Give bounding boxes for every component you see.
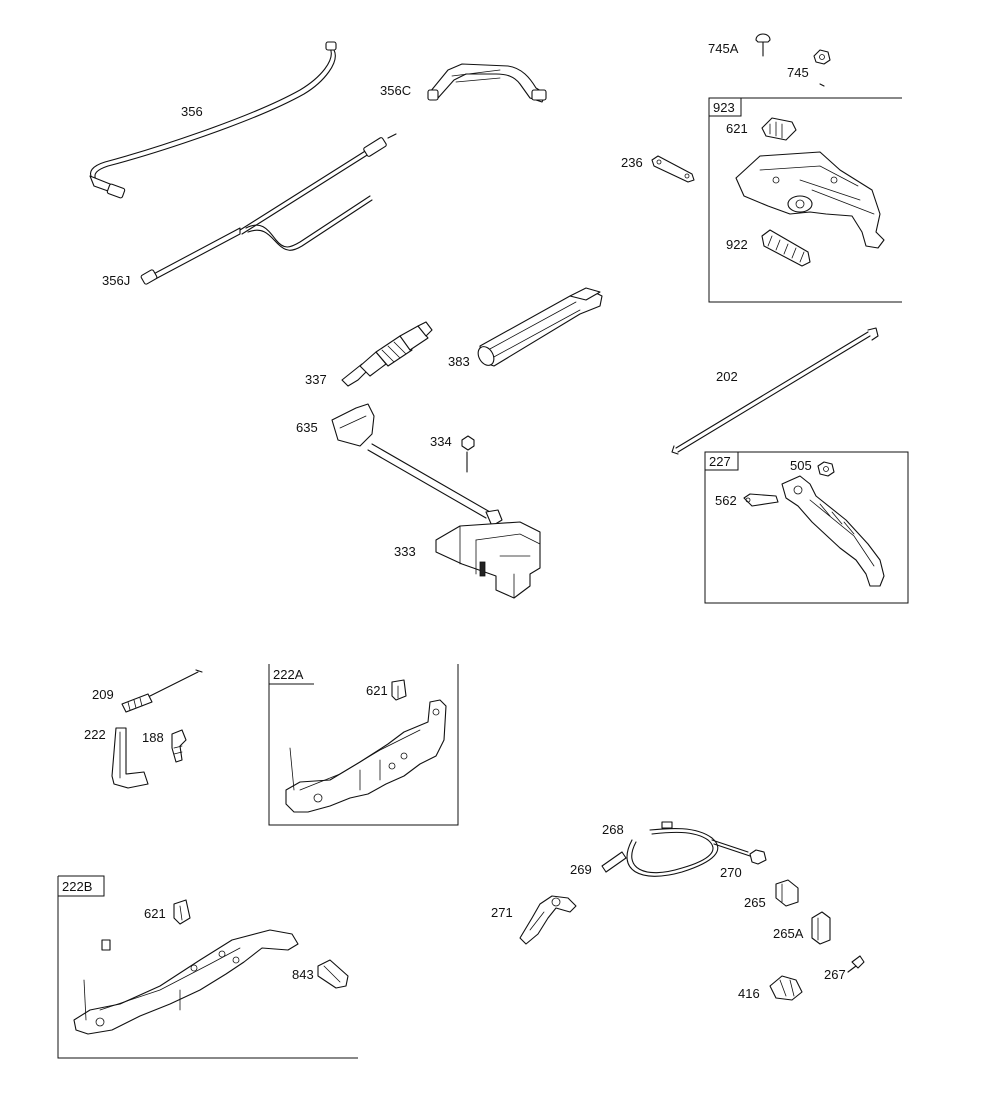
part-922-spring (761, 229, 811, 267)
label-621-box222A: 621 (366, 683, 388, 698)
part-635-ground-wire (331, 403, 503, 527)
label-209: 209 (92, 687, 114, 702)
part-222-bracket (111, 727, 149, 789)
label-222: 222 (84, 727, 106, 742)
label-356C: 356C (380, 83, 411, 98)
part-562-screw (743, 493, 779, 507)
part-267-screw (847, 955, 865, 973)
part-209-spring (121, 669, 203, 713)
part-621-clip (761, 117, 797, 141)
part-188-screw (171, 729, 187, 763)
part-227-control-lever (781, 475, 885, 587)
label-270: 270 (720, 865, 742, 880)
part-383-boot (477, 287, 603, 367)
label-356J: 356J (102, 273, 130, 288)
box-222A (268, 664, 459, 826)
label-383: 383 (448, 354, 470, 369)
part-621-clip-box222A (391, 679, 407, 701)
part-356C-bent-tube (427, 63, 547, 103)
box-label-222A: 222A (273, 667, 304, 682)
label-334: 334 (430, 434, 452, 449)
label-356: 356 (181, 104, 203, 119)
box-227 (704, 451, 909, 604)
part-333-armature (435, 521, 541, 599)
part-923-governor-bracket (735, 151, 885, 249)
part-269-cable-end (601, 851, 627, 873)
part-222B-bracket-assembly (73, 929, 299, 1035)
label-562: 562 (715, 493, 737, 508)
part-356-spark-plug-wire (89, 41, 337, 199)
part-222A-bracket-assembly (285, 699, 447, 813)
label-621-box222B: 621 (144, 906, 166, 921)
label-621-box923: 621 (726, 121, 748, 136)
label-337: 337 (305, 372, 327, 387)
part-621-clip-box222B (173, 899, 191, 925)
part-236-link (651, 155, 695, 183)
label-505: 505 (790, 458, 812, 473)
part-337-spark-plug (341, 321, 433, 387)
part-334-screw (461, 435, 475, 473)
label-416: 416 (738, 986, 760, 1001)
label-635: 635 (296, 420, 318, 435)
part-268-throttle-cable (626, 821, 751, 877)
part-843-sleeve (317, 959, 349, 989)
box-label-923: 923 (713, 100, 735, 115)
label-265: 265 (744, 895, 766, 910)
box-label-227: 227 (709, 454, 731, 469)
label-333: 333 (394, 544, 416, 559)
label-202: 202 (716, 369, 738, 384)
label-745: 745 (787, 65, 809, 80)
part-416-clip (769, 975, 803, 1001)
label-188: 188 (142, 730, 164, 745)
label-269: 269 (570, 862, 592, 877)
part-222B-small-screw (101, 939, 111, 951)
part-271-control-lever (519, 895, 577, 945)
label-265A: 265A (773, 926, 804, 941)
box-222B (57, 875, 358, 1059)
part-265-cable-clamp (775, 879, 799, 907)
part-270-nut (749, 849, 767, 865)
part-745-nut (813, 49, 831, 87)
label-745A: 745A (708, 41, 739, 56)
label-843: 843 (292, 967, 314, 982)
label-268: 268 (602, 822, 624, 837)
label-267: 267 (824, 967, 846, 982)
label-236: 236 (621, 155, 643, 170)
part-505-nut (817, 461, 835, 477)
part-202-rod (671, 327, 879, 455)
part-745A-push-pin (755, 33, 771, 57)
part-356J-cable (140, 133, 397, 285)
label-922: 922 (726, 237, 748, 252)
box-923 (708, 97, 902, 303)
box-label-222B: 222B (62, 879, 92, 894)
part-265A-clamp (811, 911, 831, 945)
label-271: 271 (491, 905, 513, 920)
